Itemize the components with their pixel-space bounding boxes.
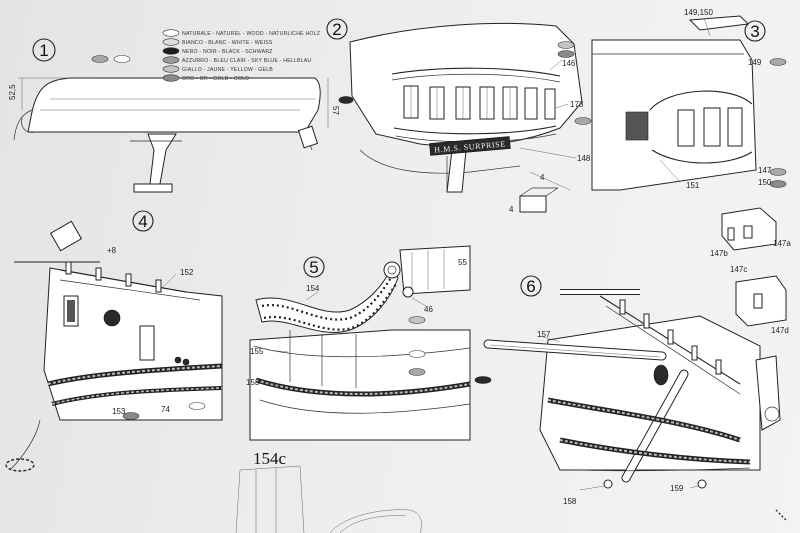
legend-text: GIALLO - JAUNE - YELLOW - GELB [182, 67, 273, 73]
part-label: 155 [250, 347, 264, 356]
part-label: 150 [758, 178, 772, 187]
part-label: 159 [670, 484, 684, 493]
step-6-hull [539, 315, 761, 471]
step-4-number: 4 [138, 212, 147, 231]
legend-text: NATURALE - NATUREL - WOOD - NATURLICHE H… [182, 31, 320, 37]
step-3-number: 3 [750, 22, 759, 41]
part-label: 46 [424, 305, 433, 314]
part-label: 154 [306, 284, 320, 293]
step-1-hull [27, 77, 321, 133]
legend-item: GIALLO - JAUNE - YELLOW - GELB [162, 65, 273, 73]
step-5-drawing: 5 154 55 46 155 153 [246, 245, 492, 441]
step-2-circle [326, 18, 348, 40]
step-4-hull [43, 267, 223, 421]
part-label-154c: 154c [253, 449, 287, 468]
step-6-number: 6 [526, 277, 535, 296]
step-5-circle [303, 256, 325, 278]
part-label: 146 [562, 59, 576, 68]
step-1-drawing: 1 52,5 57 [8, 38, 340, 193]
part-label: 149 [748, 58, 762, 67]
part-label: 173 [570, 100, 584, 109]
legend-text: BIANCO - BLANC - WHITE - WEISS [182, 40, 273, 46]
step-5-number: 5 [309, 258, 318, 277]
legend-swatch [162, 29, 180, 37]
part-label: 151 [686, 181, 700, 190]
legend-text: ORO - OR - GOLD - GOLD [182, 76, 249, 82]
step-2-drawing: 2 H.M.S. SURPRISE [326, 18, 592, 214]
dimension-57: 57 [331, 106, 340, 115]
dimension-4: 4 [509, 205, 514, 214]
step-1-circle [32, 38, 56, 62]
part-label: 74 [161, 405, 170, 414]
step-2-number: 2 [332, 20, 341, 39]
legend-swatch [162, 74, 180, 82]
step-3-drawing: 3 149,150 149 147 150 151 [591, 8, 787, 191]
part-label: 55 [458, 258, 467, 267]
part-label: 158 [563, 497, 577, 506]
part-label: 147b [710, 249, 728, 258]
part-label: 152 [180, 268, 194, 277]
parts-147: 147b 147a 147c 147d [710, 207, 791, 335]
step-4-circle [132, 210, 154, 232]
part-label: 153 [112, 407, 126, 416]
step-6-drawing: 6 157 [483, 275, 781, 506]
part-label: 153 [246, 378, 260, 387]
part-label: 149,150 [684, 8, 713, 17]
legend-item: NERO - NOIR - BLACK - SCHWARZ [162, 47, 273, 55]
legend-item: AZZURRO - BLEU CLAIR - SKY BLUE - HELLBL… [162, 56, 311, 64]
legend-swatch [162, 47, 180, 55]
part-154c: 154c [235, 449, 422, 533]
step-3-hull [591, 39, 757, 191]
step-2-windows [403, 85, 556, 120]
step-1-number: 1 [39, 41, 48, 60]
legend-swatch [162, 38, 180, 46]
legend-item: BIANCO - BLANC - WHITE - WEISS [162, 38, 273, 46]
step-1-stand [147, 133, 177, 185]
part-label: 157 [537, 330, 551, 339]
part-label: 148 [577, 154, 591, 163]
legend-item: NATURALE - NATUREL - WOOD - NATURLICHE H… [162, 29, 320, 37]
part-label: 147a [773, 239, 791, 248]
step-3-circle [744, 20, 766, 42]
dimension-plus-8: +8 [107, 246, 117, 255]
legend-text: NERO - NOIR - BLACK - SCHWARZ [182, 49, 273, 55]
legend-item: ORO - OR - GOLD - GOLD [162, 74, 249, 82]
legend-text: AZZURRO - BLEU CLAIR - SKY BLUE - HELLBL… [182, 58, 311, 64]
step-5-rail [255, 267, 399, 333]
part-label: 147 [758, 166, 772, 175]
colour-legend: NATURALE - NATUREL - WOOD - NATURLICHE H… [162, 29, 320, 82]
dimension-52-5: 52,5 [8, 84, 17, 100]
legend-swatch [162, 56, 180, 64]
legend-swatch [162, 65, 180, 73]
part-label: 147c [730, 265, 747, 274]
step-6-circle [520, 275, 542, 297]
part-label: 147d [771, 326, 789, 335]
step-4-drawing: 4 +8 152 153 74 [5, 210, 223, 472]
